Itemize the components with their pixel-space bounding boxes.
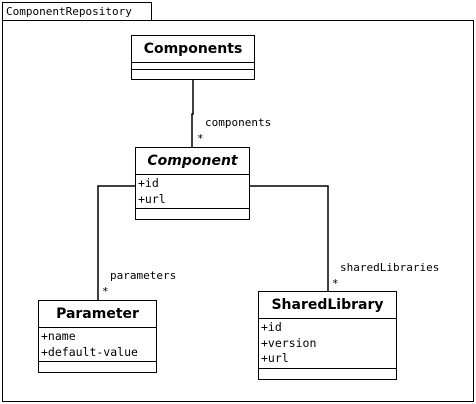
operation-compartment [39,362,156,368]
attribute-compartment: +name +default-value [39,328,156,362]
class-name-components: Components [132,36,254,63]
package-body [2,20,474,402]
attribute: +version [261,335,317,350]
attribute: +url [138,191,166,206]
multiplicity-parameters: * [102,285,109,298]
attribute-compartment [132,63,254,70]
class-parameter: Parameter +name +default-value [38,300,157,373]
attribute: +name [41,329,76,343]
association-line-components [191,80,194,149]
class-component: Component +id +url [135,147,250,220]
association-line-shared-libraries [249,185,329,292]
role-label-parameters: parameters [110,269,177,282]
class-name-component: Component [136,148,249,175]
multiplicity-components: * [197,132,204,145]
association-line-parameters [97,185,137,301]
operation-compartment [132,70,254,76]
attribute: +id [138,176,159,190]
attribute: +id [261,320,282,334]
role-label-components: components [205,116,272,129]
operation-compartment [136,209,249,215]
attribute: +url [261,351,289,365]
operation-compartment [259,369,396,375]
multiplicity-shared-libraries: * [332,277,339,290]
class-components: Components [131,35,255,80]
class-shared-library: SharedLibrary +id +version +url [258,291,397,380]
class-name-parameter: Parameter [39,301,156,328]
package-tab: ComponentRepository [2,2,152,20]
attribute: +default-value [41,344,138,359]
attribute-compartment: +id +version +url [259,319,396,369]
class-name-shared-library: SharedLibrary [259,292,396,319]
package-name: ComponentRepository [6,5,132,18]
role-label-shared-libraries: sharedLibraries [340,261,440,274]
attribute-compartment: +id +url [136,175,249,209]
